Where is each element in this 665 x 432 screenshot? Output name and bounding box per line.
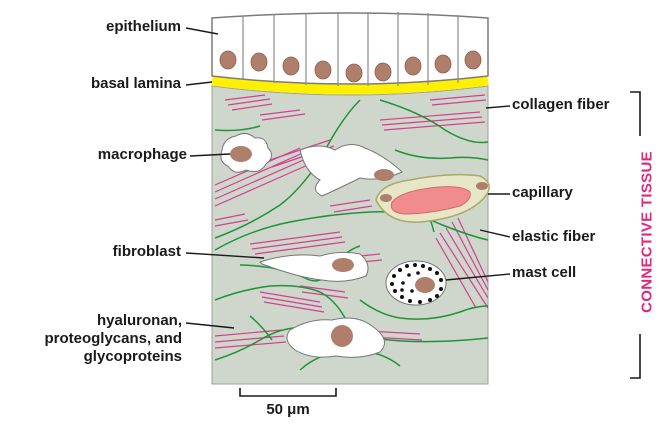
mast-cell [385,260,447,306]
epithelial-nucleus [345,63,363,83]
epithelial-nucleus [464,50,482,70]
label-elastic-fiber: elastic fiber [512,228,596,245]
label-mast-cell: mast cell [512,264,577,281]
connective-tissue-bracket [630,91,641,379]
fibroblast-nucleus [374,169,394,181]
label-ground-substance-line3: glycoproteins [83,348,182,365]
label-collagen-fiber: collagen fiber [512,96,610,113]
epithelial-nucleus [404,56,422,76]
label-ground-substance-line1: hyaluronan, [96,312,182,329]
epithelial-nucleus [219,50,237,70]
epithelial-nucleus [374,62,392,82]
epithelium-layer [211,12,489,86]
label-basal-lamina: basal lamina [90,75,181,92]
basal-lamina [211,74,489,95]
label-epithelium: epithelium [105,18,181,35]
label-ground-substance: hyaluronan, proteoglycans, and glycoprot… [2,312,182,366]
scale-bar-label: 50 μm [266,401,310,418]
label-capillary: capillary [512,184,573,201]
label-fibroblast: fibroblast [112,243,181,260]
label-ground-substance-line2: proteoglycans, and [44,330,182,347]
fibroblast-nucleus [331,325,353,347]
capillary-vessel [375,173,490,223]
scale-bar [239,388,337,397]
label-macrophage: macrophage [97,146,187,163]
epithelial-nucleus [250,52,268,72]
epithelial-nucleus [434,54,452,74]
epithelial-nucleus [282,56,300,76]
leader-lines [185,27,511,329]
macrophage-nucleus [230,146,252,162]
connective-tissue-region [211,85,489,385]
connective-tissue-label: CONNECTIVE TISSUE [638,151,656,313]
fibroblast-nucleus [332,258,354,272]
epithelial-nucleus [314,60,332,80]
